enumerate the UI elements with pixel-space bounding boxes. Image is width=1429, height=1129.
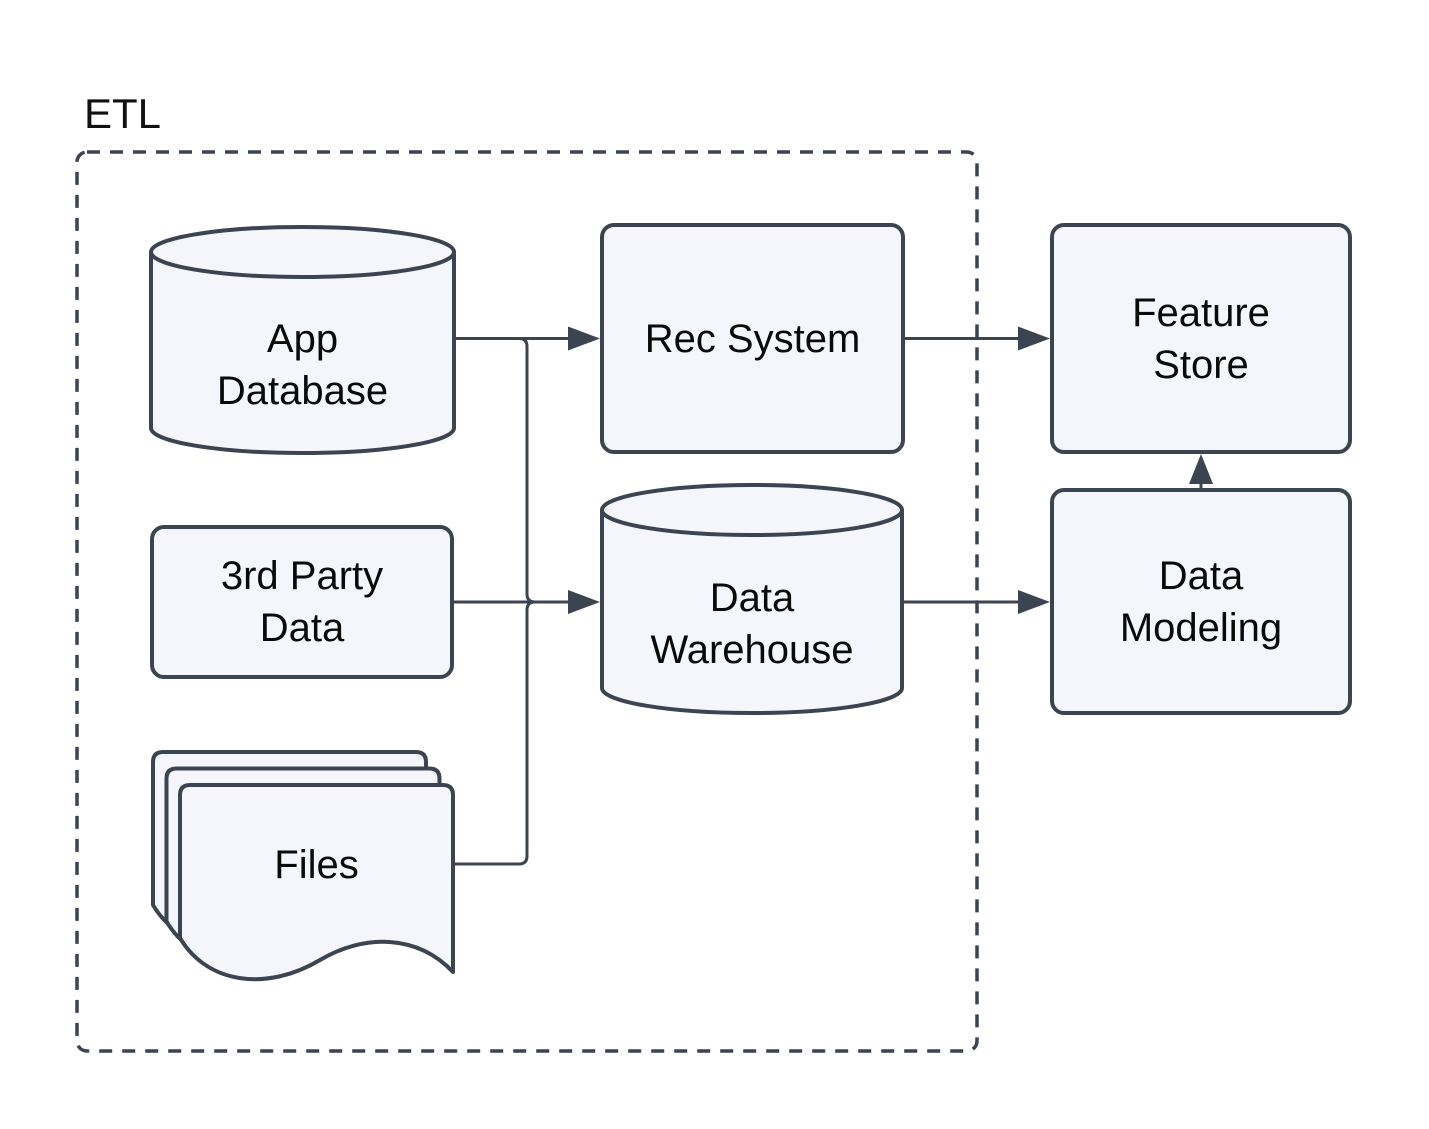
data-modeling-shape — [1050, 488, 1352, 715]
app-database-shape — [149, 225, 456, 455]
app-database-cylinder-body — [149, 225, 456, 455]
files-shape — [151, 750, 455, 982]
rec-system-shape — [600, 223, 905, 454]
edge-files-to-data-warehouse — [452, 600, 536, 866]
edge-data-warehouse-to-data-modeling-arrowhead — [1018, 590, 1050, 614]
third-party-data-shape — [150, 525, 454, 679]
etl-group-label: ETL — [84, 90, 162, 137]
feature-store-shape — [1050, 223, 1352, 454]
app-database-cylinder-lip — [149, 251, 456, 279]
edge-into-data-warehouse-arrowhead — [568, 590, 600, 614]
edge-app-database-to-rec-system-arrowhead — [568, 326, 600, 351]
edge-app-database-to-data-warehouse — [518, 337, 566, 604]
data-warehouse-cylinder-body — [600, 483, 904, 715]
files-shape-front — [178, 783, 455, 982]
edge-rec-system-to-feature-store-arrowhead — [1018, 326, 1050, 351]
edge-data-modeling-to-feature-store-arrowhead — [1189, 454, 1213, 484]
data-warehouse-shape — [600, 483, 904, 715]
data-warehouse-cylinder-lip — [600, 509, 904, 537]
